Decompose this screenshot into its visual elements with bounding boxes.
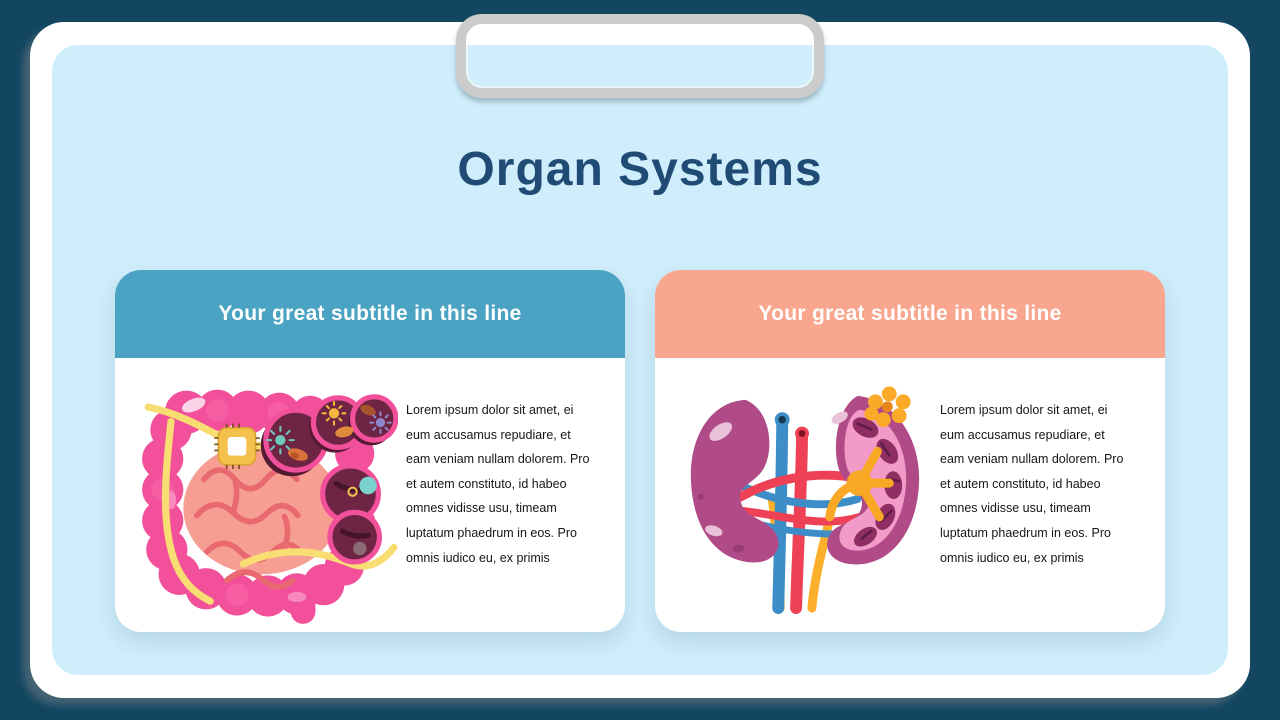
- card-header-salmon: Your great subtitle in this line: [655, 270, 1165, 358]
- card-body-text[interactable]: Lorem ipsum dolor sit amet, ei eum accus…: [406, 403, 590, 565]
- microbes-icon: [260, 394, 398, 477]
- card-subtitle[interactable]: Your great subtitle in this line: [758, 302, 1062, 325]
- clipboard-clip: [456, 14, 824, 98]
- chip-icon: [214, 423, 260, 470]
- slide-title[interactable]: Organ Systems: [457, 143, 823, 196]
- left-kidney: [690, 399, 779, 563]
- card-digestive-system: Your great subtitle in this line: [115, 270, 625, 632]
- polyp-icon: [320, 463, 383, 565]
- right-kidney-cross-section: [825, 386, 920, 565]
- intestine-illustration-icon: [140, 376, 398, 624]
- kidney-illustration-icon: [679, 380, 931, 618]
- card-subtitle[interactable]: Your great subtitle in this line: [218, 302, 522, 325]
- kidney-stone-flower-icon: [864, 386, 911, 428]
- card-header-teal: Your great subtitle in this line: [115, 270, 625, 358]
- card-urinary-system: Your great subtitle in this line: [655, 270, 1165, 632]
- card-body-text[interactable]: Lorem ipsum dolor sit amet, ei eum accus…: [940, 403, 1124, 565]
